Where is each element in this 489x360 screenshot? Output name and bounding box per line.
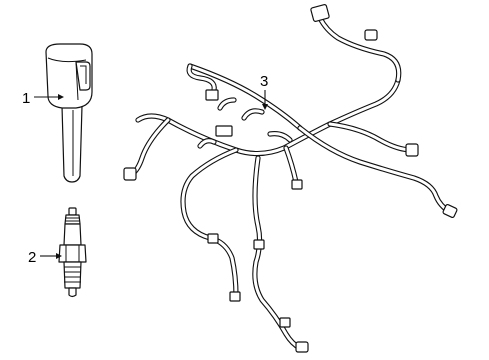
- callout-1: 1: [22, 90, 64, 107]
- svg-text:1: 1: [22, 90, 30, 107]
- engine-wiring-harness[interactable]: [123, 4, 458, 353]
- ignition-coil[interactable]: [45, 43, 93, 183]
- callout-2: 2: [28, 249, 62, 266]
- svg-text:2: 2: [28, 249, 36, 266]
- callout-3: 3: [260, 73, 268, 110]
- svg-text:3: 3: [260, 73, 268, 90]
- spark-plug[interactable]: [58, 207, 87, 298]
